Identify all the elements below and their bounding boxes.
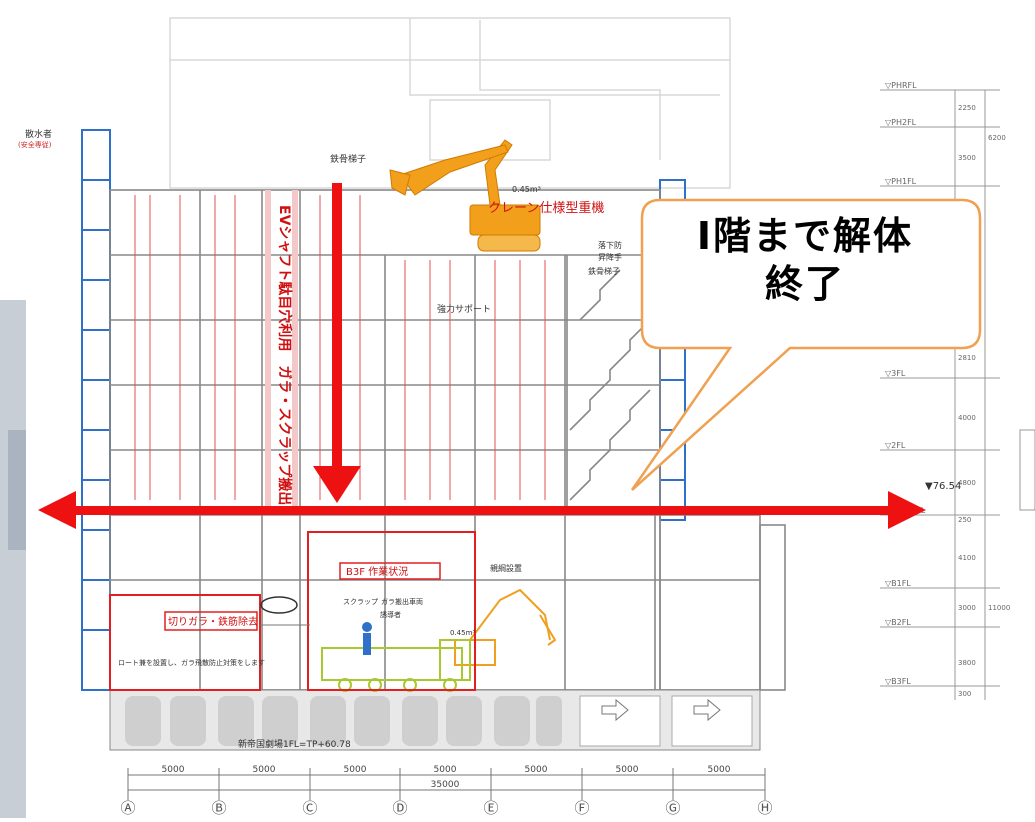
grid-axis-label: Ⓗ [757,799,772,817]
red-box-label: 切りガラ・鉄筋除去 [168,615,258,628]
level-marker: ▼76.54 [925,481,961,492]
excavator-top [389,139,541,252]
staircase [566,255,651,515]
grid-axis-label: Ⓔ [483,799,498,817]
support-label: 強力サポート [437,303,491,315]
height-dim: 11000 [988,604,1010,612]
foundation [109,689,761,751]
b3f-label-box [339,562,441,580]
span-label: 5000 [162,765,185,775]
span-label: 5000 [525,765,548,775]
ev-shaft-label: EVシャフト駄目穴利用 ガラ・スクラップ搬出 [276,205,293,505]
floor-label: ▽PH1FL [885,177,917,186]
b3f-work-area [307,531,476,691]
photo-edge [0,300,26,818]
span-label: 5000 [616,765,639,775]
span-label: 5000 [253,765,276,775]
grid-axis-label: Ⓕ [574,799,589,817]
iron-ladder-label: 鉄骨梯子 [330,153,366,165]
height-dim: 4800 [958,479,976,487]
floor-label: ▽B1FL [885,579,911,588]
height-dim: 300 [958,690,971,698]
grid-axis-label: Ⓒ [302,799,317,817]
callout-bubble [630,198,982,491]
callout-text: Ⅰ階まで解体 終了 [642,212,968,308]
crane-type-label: クレーン仕様型重機 [488,200,604,216]
floor-label: ▽PHRFL [885,81,917,90]
ladder-right-2: 昇降手 [598,252,622,262]
grid-axis-label: Ⓑ [211,799,226,817]
upper-structure-ghost [169,17,731,189]
height-dims: 2250 3500 6200 2810 4000 4800 250 4100 3… [958,104,1010,698]
dump-truck [321,639,471,692]
total-dimension: 35000 [431,780,460,790]
debris-area [109,594,261,691]
ladder-right-1: 落下防 [598,240,622,250]
rebar-lines [134,195,546,500]
ev-shaft-column-right [292,190,298,515]
grid-axis-label: Ⓐ [120,799,135,817]
red-box-label-frame [164,611,258,631]
floor-label: ▽PH2FL [885,118,917,127]
funnel-note: ロート兼を設置し、ガラ飛散防止対策をします [118,658,265,667]
bucket-top-label: 0.45m³ [512,185,541,194]
guide-label: 誘導者 [380,610,401,619]
ladder-right-3: 鉄骨梯子 [588,266,620,276]
truck-label: ガラ搬出車両 [381,597,423,606]
floor-label: ▽B2FL [885,618,911,627]
gl-note: 新帝国劇場1FL=TP+60.78 [238,738,351,750]
height-dim: 4100 [958,554,976,562]
height-dim: 3800 [958,659,976,667]
height-dim: 4000 [958,414,976,422]
down-arrow [313,183,361,503]
height-dim: 3000 [958,604,976,612]
height-dim: 3500 [958,154,976,162]
bucket-bottom-label: 0.45m³ [450,629,475,637]
callout-line-1: Ⅰ階まで解体 [696,214,914,258]
grid-axis-label: Ⓓ [392,799,407,817]
photo-edge-detail [8,430,26,550]
grid-axis-label: Ⓖ [665,799,680,817]
floor-labels: ▽PHRFL ▽PH2FL ▽PH1FL ▽3FL ▽2FL ▽1FL ▽B1F… [885,81,926,686]
drawing-labels: 散水者 (安全専従) 鉄骨梯子 0.45m³ クレーン仕様型重機 強力サポート … [18,128,622,750]
floor-label: ▽2FL [885,441,906,450]
net-label: 親綱設置 [490,563,522,573]
callout-line-2: 終了 [764,262,845,306]
floor-label: ▽B3FL [885,677,911,686]
span-label: 5000 [434,765,457,775]
height-dim: 250 [958,516,971,524]
grid-axes: Ⓐ Ⓑ Ⓒ Ⓓ Ⓔ Ⓕ Ⓖ Ⓗ [120,799,772,817]
height-dim: 2810 [958,354,976,362]
span-label: 5000 [344,765,367,775]
height-dim: 6200 [988,134,1006,142]
scrap-label: スクラップ [343,598,378,606]
ground-level-arrow [38,491,926,529]
water-sub-label: (安全専従) [18,140,52,149]
span-label: 5000 [708,765,731,775]
b3f-label: B3F 作業状況 [346,565,408,578]
guide-person [362,622,372,655]
bottom-dimensions [127,768,766,800]
height-dim: 2250 [958,104,976,112]
span-labels: 5000 5000 5000 5000 5000 5000 5000 35000 [162,765,731,790]
water-label: 散水者 [25,128,52,140]
elevation-scale [880,89,1035,700]
funnel [260,596,298,614]
scaffold-wall-left [81,129,111,691]
floor-label: ▽3FL [885,369,906,378]
ev-shaft-column-left [265,190,271,515]
